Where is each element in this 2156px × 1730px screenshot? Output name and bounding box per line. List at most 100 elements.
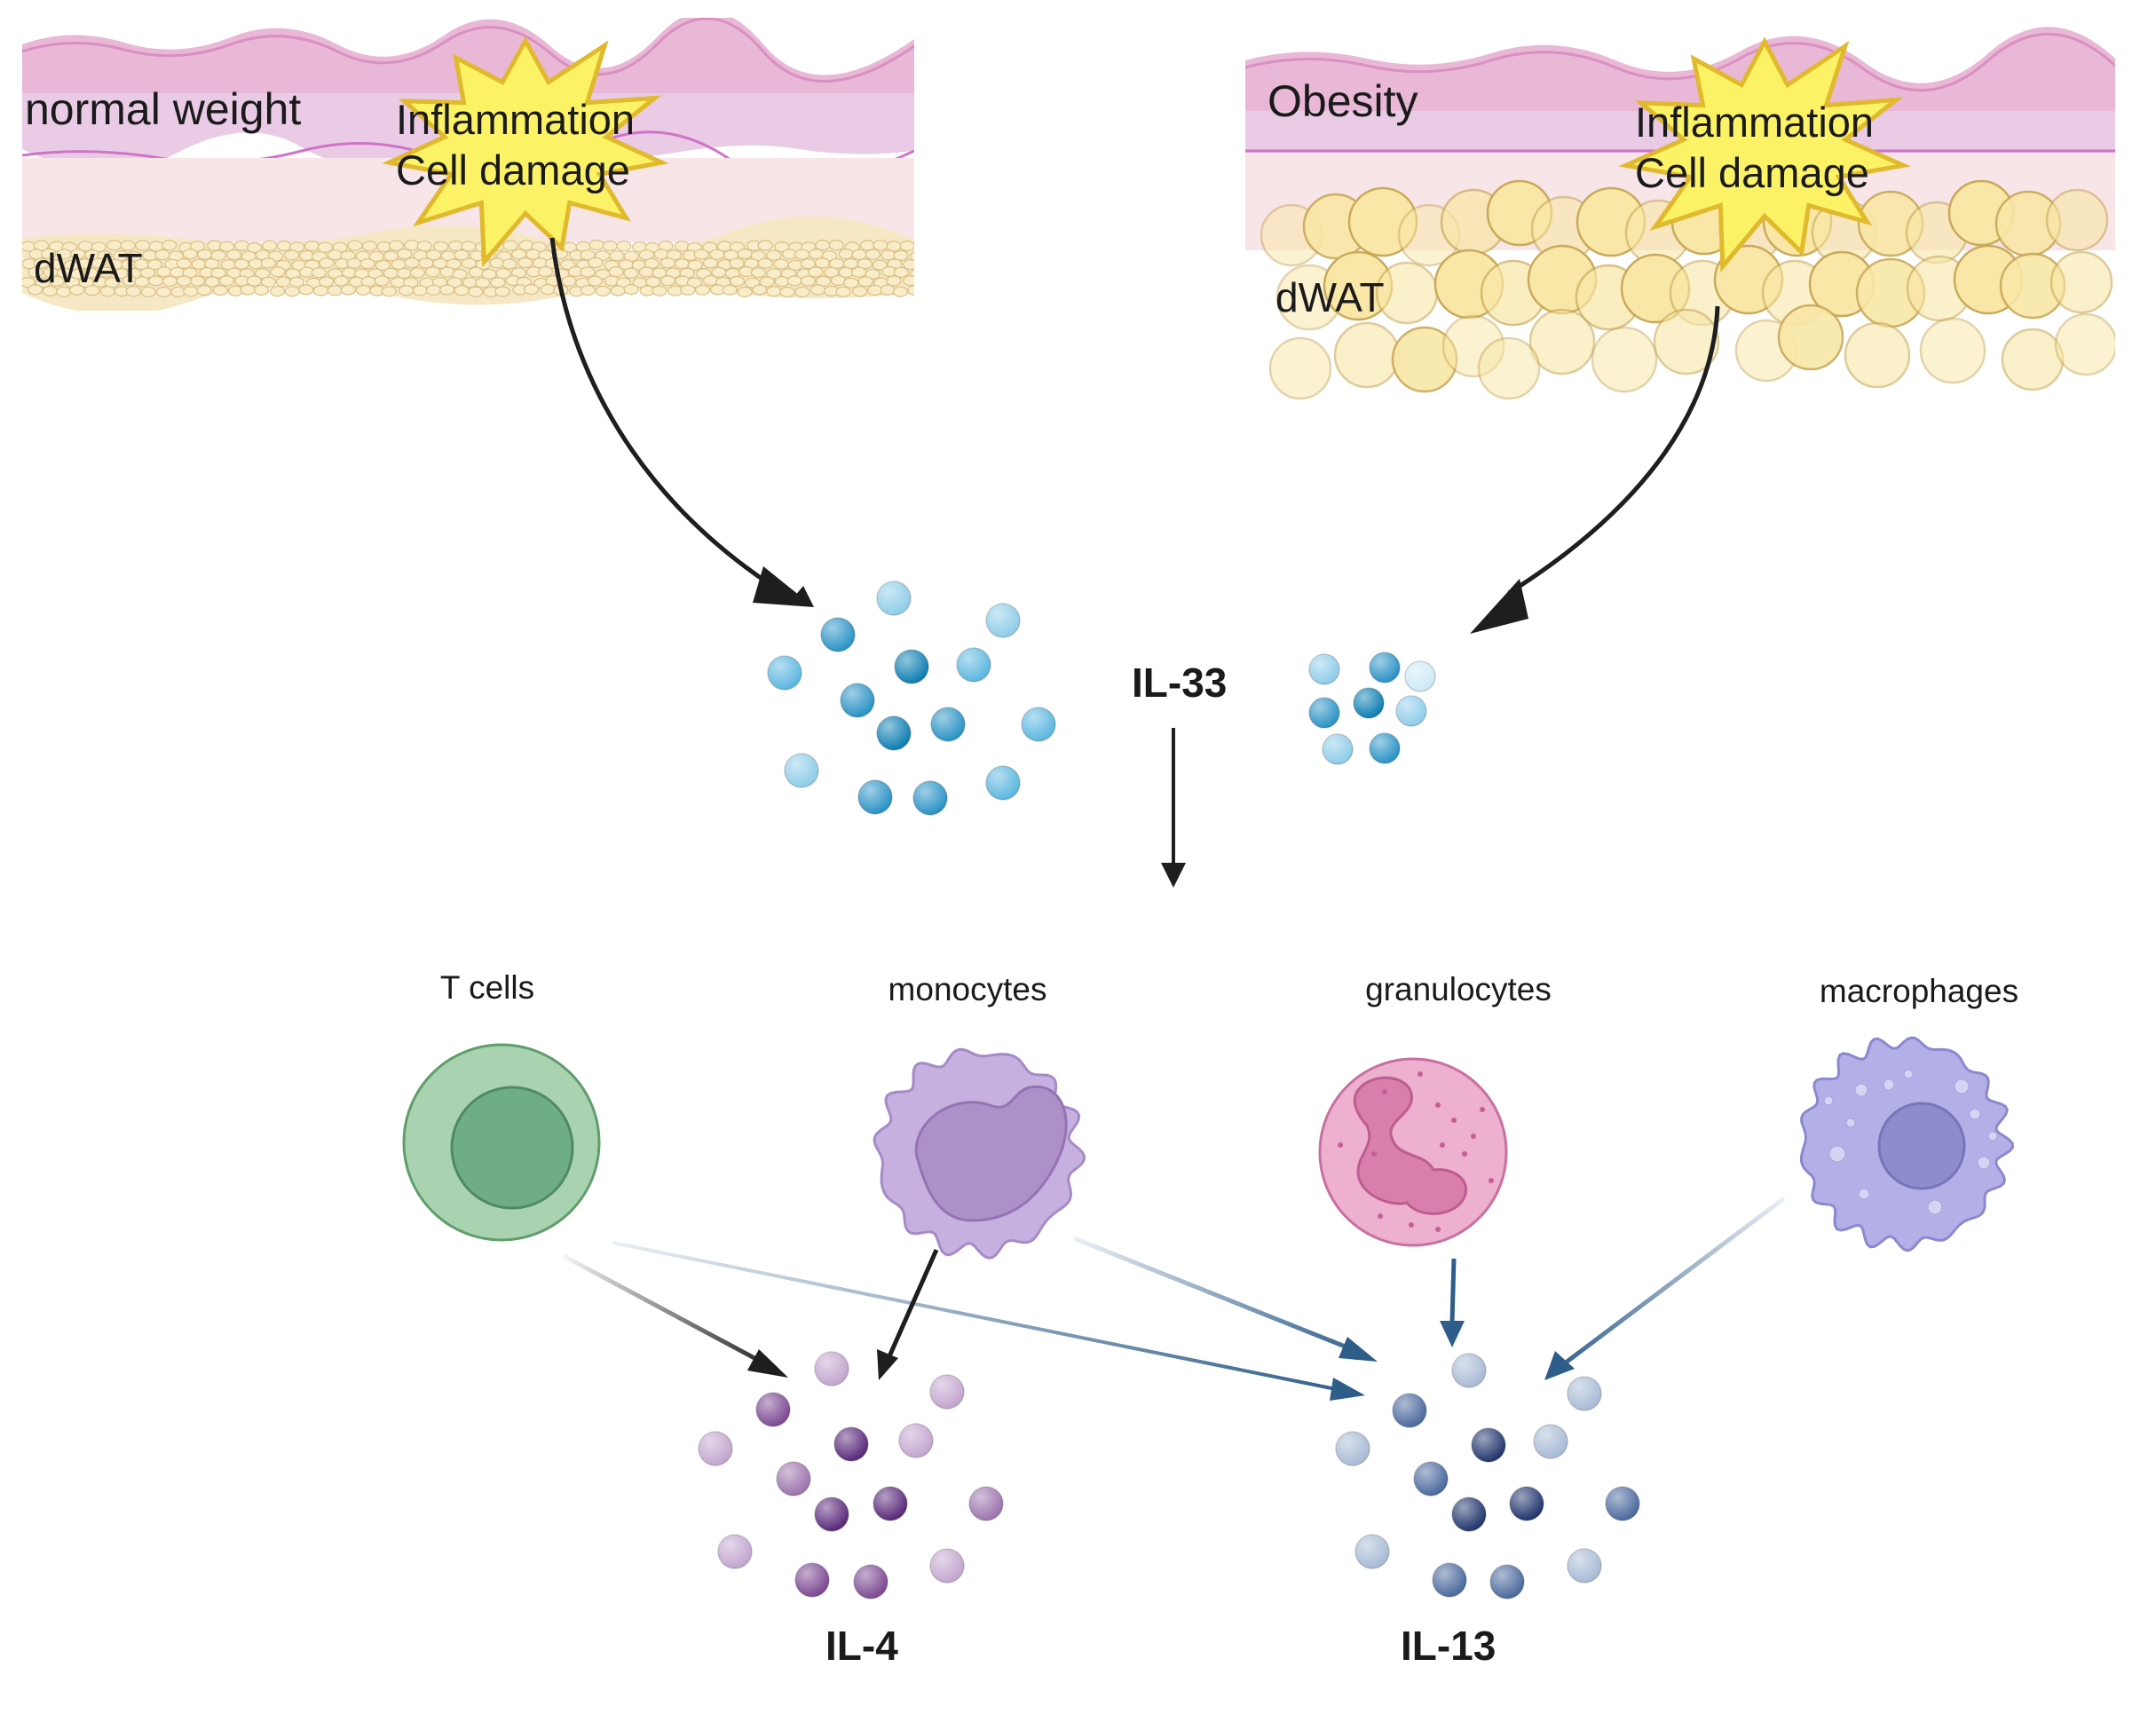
adipocyte bbox=[645, 276, 661, 288]
adipocyte bbox=[857, 276, 874, 288]
adipocyte bbox=[750, 250, 766, 262]
macrophage-nucleus bbox=[1877, 1102, 1966, 1190]
granule bbox=[1451, 1118, 1457, 1123]
obesity-label: Obesity bbox=[1268, 76, 1418, 126]
adipocyte bbox=[517, 257, 533, 269]
adipocyte bbox=[276, 240, 292, 252]
granule bbox=[1435, 1102, 1441, 1108]
arrow-tcell-to-il13 bbox=[612, 1241, 1365, 1401]
adipocyte bbox=[182, 249, 198, 260]
adipocyte bbox=[162, 275, 178, 287]
adipocyte bbox=[674, 258, 691, 270]
epidermis-stroke-obese bbox=[1245, 33, 2115, 92]
il33-molecule-shine bbox=[1370, 652, 1400, 683]
adipocyte bbox=[1333, 321, 1401, 389]
macrophage bbox=[1799, 1036, 2015, 1252]
adipocyte bbox=[260, 257, 276, 269]
burst-line-inflammation: Inflammation bbox=[396, 96, 636, 143]
arrow-normal-to-il33 bbox=[549, 237, 814, 607]
adipocyte bbox=[409, 267, 425, 279]
adipocyte bbox=[461, 257, 477, 269]
adipocyte bbox=[865, 268, 881, 280]
inflammation-burst-left bbox=[382, 36, 669, 268]
adipocyte bbox=[490, 277, 506, 288]
adipocyte bbox=[773, 258, 789, 270]
adipocyte bbox=[84, 285, 100, 296]
adipocyte bbox=[28, 266, 43, 278]
vacuole bbox=[1977, 1156, 1991, 1170]
adipocyte bbox=[808, 266, 824, 278]
adipocyte bbox=[694, 284, 711, 296]
il33-molecule-shine bbox=[931, 707, 965, 741]
il13-molecule-shine bbox=[1534, 1425, 1568, 1458]
il13-molecule-shine bbox=[1433, 1563, 1466, 1597]
adipocyte bbox=[759, 276, 775, 288]
adipocyte bbox=[892, 286, 909, 297]
adipocyte bbox=[595, 285, 611, 296]
adipocyte bbox=[903, 275, 914, 287]
il13-molecule-shine bbox=[1472, 1428, 1505, 1462]
adipocyte bbox=[375, 259, 391, 271]
adipocyte bbox=[255, 268, 271, 280]
adipocyte bbox=[374, 275, 390, 287]
vacuole bbox=[1845, 1118, 1856, 1128]
il4-cluster bbox=[698, 1351, 1004, 1600]
granule bbox=[1338, 1142, 1343, 1148]
adipocyte bbox=[433, 241, 449, 252]
adipocyte bbox=[638, 266, 655, 278]
adipocyte bbox=[381, 286, 397, 297]
adipocyte bbox=[49, 275, 65, 287]
adipocyte bbox=[262, 240, 278, 251]
adipocyte bbox=[1591, 326, 1658, 393]
il33-cluster-obese bbox=[1308, 652, 1436, 765]
il4-molecule-shine bbox=[930, 1375, 964, 1409]
adipocyte bbox=[494, 286, 510, 297]
adipocyte bbox=[83, 267, 99, 279]
adipocyte bbox=[270, 266, 286, 278]
vacuole bbox=[1823, 1095, 1834, 1106]
adipocyte bbox=[355, 284, 371, 296]
adipocyte bbox=[659, 257, 676, 269]
adipocyte bbox=[779, 286, 795, 298]
adipocyte bbox=[810, 284, 826, 296]
adipocyte bbox=[2001, 328, 2065, 391]
adipocyte bbox=[702, 257, 719, 269]
granulocyte-nucleus bbox=[1353, 1076, 1468, 1215]
il4-molecule-shine bbox=[815, 1352, 849, 1386]
adipocyte bbox=[667, 285, 683, 296]
epidermis-layer-obese bbox=[1245, 27, 2115, 114]
monocyte bbox=[873, 1047, 1086, 1260]
adipocyte bbox=[311, 267, 327, 279]
adipocyte bbox=[537, 265, 554, 278]
granulocytes-label: granulocytes bbox=[1365, 971, 1552, 1007]
granule bbox=[1471, 1134, 1476, 1139]
burst-line-inflammation: Inflammation bbox=[1635, 99, 1875, 146]
il33-molecule-shine bbox=[1022, 707, 1055, 741]
adipocyte bbox=[183, 286, 199, 297]
adipocyte bbox=[319, 276, 335, 288]
adipocyte bbox=[687, 259, 703, 271]
arrow-monocyte-to-il4 bbox=[877, 1248, 939, 1380]
il4-molecule-shine bbox=[854, 1565, 888, 1599]
adipocyte bbox=[580, 249, 596, 261]
adipocyte bbox=[859, 240, 876, 251]
adipocyte bbox=[757, 257, 773, 269]
adipocyte bbox=[750, 266, 767, 279]
adipocyte bbox=[446, 277, 462, 288]
adipocyte bbox=[210, 267, 226, 279]
il4-molecule-shine bbox=[899, 1424, 933, 1457]
adipocyte bbox=[886, 275, 902, 287]
adipocyte bbox=[702, 241, 718, 253]
vacuole bbox=[1954, 1078, 1970, 1094]
inflammation-burst-right bbox=[1618, 36, 1911, 273]
adipocyte bbox=[156, 266, 172, 278]
granule bbox=[1382, 1089, 1387, 1094]
adipocyte bbox=[652, 285, 667, 296]
il33-molecule-shine bbox=[1396, 696, 1426, 726]
adipocyte bbox=[299, 249, 315, 262]
adipocyte bbox=[474, 277, 491, 288]
small-adipocytes bbox=[22, 240, 914, 298]
adipocyte bbox=[468, 286, 484, 297]
adipocyte bbox=[254, 284, 270, 296]
epidermis-layer bbox=[22, 18, 914, 98]
